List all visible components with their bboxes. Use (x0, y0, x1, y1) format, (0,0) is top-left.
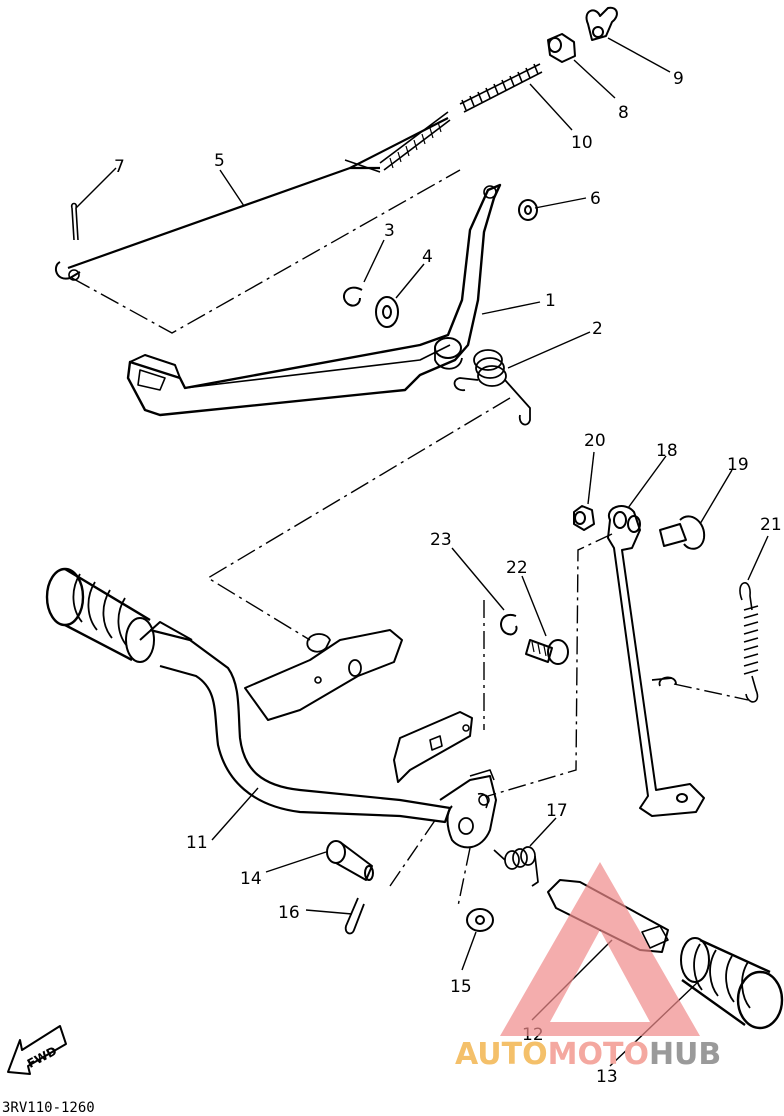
pivot-housing (439, 775, 497, 849)
callout-4: 4 (422, 247, 433, 267)
circlip (500, 613, 518, 636)
callout-labels: 1 2 3 4 5 6 7 8 9 10 11 12 13 14 15 16 1… (114, 69, 782, 1087)
brake-pedal-assembly (54, 6, 618, 426)
forward-direction-arrow: FWD (7, 1025, 67, 1075)
callout-21: 21 (760, 515, 782, 535)
watermark-part-moto: MOTO (548, 1037, 649, 1072)
callout-15: 15 (450, 977, 472, 997)
callout-6: 6 (590, 189, 601, 209)
callout-23: 23 (430, 530, 452, 550)
wing-nut (585, 6, 618, 41)
brake-rod (67, 117, 449, 270)
rod-spring (459, 63, 543, 113)
side-stand (607, 505, 705, 817)
cotter-pin (344, 897, 365, 935)
callout-8: 8 (618, 103, 629, 123)
circlip (343, 286, 363, 307)
reference-line (206, 397, 511, 641)
callout-14: 14 (240, 869, 262, 889)
callout-11: 11 (186, 833, 208, 853)
callout-17: 17 (546, 801, 568, 821)
washer (518, 199, 538, 221)
callout-20: 20 (584, 431, 606, 451)
brake-rod-thread (379, 111, 451, 171)
callout-3: 3 (384, 221, 395, 241)
callout-22: 22 (506, 558, 528, 578)
stand-bracket (393, 711, 473, 783)
stand-spring (739, 582, 759, 703)
footrest-rubber-left (45, 567, 155, 663)
watermark-part-auto: AUTO (455, 1037, 548, 1072)
callout-2: 2 (592, 319, 603, 339)
mounting-bracket (244, 629, 403, 721)
callout-18: 18 (656, 441, 678, 461)
fwd-arrow-icon (7, 1025, 67, 1075)
bolt (525, 639, 569, 665)
clevis-pin (326, 840, 374, 881)
bolt (659, 515, 706, 550)
pivot-reference-line (71, 169, 461, 334)
watermark-part-hub: HUB (649, 1037, 721, 1072)
footrest-bar (149, 628, 452, 824)
callout-10: 10 (571, 133, 593, 153)
callout-16: 16 (278, 903, 300, 923)
callout-19: 19 (727, 455, 749, 475)
rod-joint (547, 33, 576, 63)
return-spring (453, 349, 531, 426)
nut (573, 505, 595, 531)
watermark-triangle-icon (500, 862, 700, 1036)
watermark: AUTOMOTOHUB (455, 862, 721, 1072)
reference-lines-lower (389, 533, 749, 907)
leader-lines (75, 37, 769, 1067)
callout-9: 9 (673, 69, 684, 89)
callout-5: 5 (214, 151, 225, 171)
cotter-pin (70, 202, 79, 241)
torsion-spring (493, 846, 539, 887)
svg-text:AUTOMOTOHUB: AUTOMOTOHUB (455, 1037, 721, 1072)
drawing-code: 3RV110-1260 (2, 1100, 95, 1116)
washer (375, 296, 399, 328)
footrest-bar-assembly (45, 505, 784, 1030)
washer (466, 908, 494, 932)
callout-1: 1 (545, 291, 556, 311)
callout-13: 13 (596, 1067, 618, 1087)
callout-7: 7 (114, 157, 125, 177)
brake-pedal-arm (126, 183, 502, 417)
